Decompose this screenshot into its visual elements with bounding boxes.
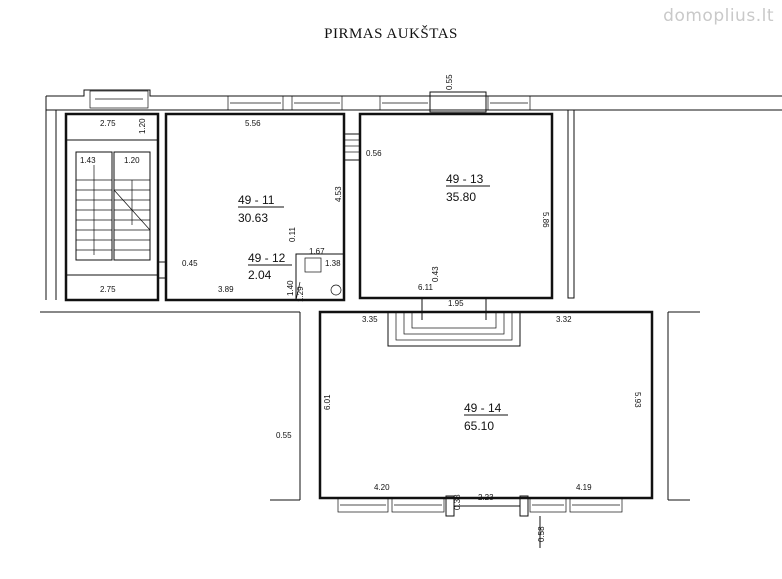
pier-038-label: 0.38 (453, 494, 462, 510)
wall-gap-label: 0.11 (288, 226, 297, 242)
stair-left-step-label: 1.43 (80, 156, 96, 165)
plan-title: PIRMAS AUKŠTAS (324, 26, 458, 42)
room-49-11: 5.56 4.53 3.89 0.45 49 - 11 30.63 (158, 112, 346, 302)
bottom-openings: 2.23 0.38 0.58 (337, 493, 623, 548)
room-49-14-id: 49 - 14 (464, 401, 502, 415)
stair-top-right-label: 1.20 (138, 118, 147, 134)
room11-width-bottom-label: 3.89 (218, 285, 234, 294)
wc-door-label: 1.29 (296, 286, 305, 302)
room-49-12: 49 - 12 2.04 1.67 1.38 0.11 1.40 1.29 (248, 226, 345, 302)
room14-left-top-label: 3.35 (362, 315, 378, 324)
room11-height-label: 4.53 (334, 186, 343, 202)
door-223-label: 2.23 (478, 493, 494, 502)
top-window-label: 0.55 (445, 74, 454, 90)
room-49-14-area: 65.10 (464, 419, 494, 433)
watermark: domoplius.lt (663, 6, 774, 26)
room-49-13: 5.86 6.11 0.43 1.95 49 - 13 35.80 0.55 (358, 74, 554, 308)
room14-left-height-label: 6.01 (323, 394, 332, 410)
room-49-13-id: 49 - 13 (446, 172, 484, 186)
room-49-11-id: 49 - 11 (238, 193, 275, 207)
room14-bottom-left-label: 4.20 (374, 483, 390, 492)
room11-width-top-label: 5.56 (245, 119, 261, 128)
right-wall-segment (567, 109, 575, 299)
outer-walls (40, 89, 782, 501)
stair-top-width-label: 2.75 (100, 119, 116, 128)
room-49-12-id: 49 - 12 (248, 251, 286, 265)
outer-055-label: 0.55 (276, 431, 292, 440)
room-49-14: 3.35 3.32 6.01 5.93 0.55 4.20 4.19 49 - … (276, 310, 654, 500)
room-49-12-area: 2.04 (248, 268, 272, 282)
room-49-11-area: 30.63 (238, 211, 268, 225)
top-windows (89, 90, 531, 113)
stair-room: 2.75 1.20 1.43 1.20 2.75 (64, 112, 160, 302)
room13-width-label: 6.11 (418, 283, 434, 292)
opening-195-label: 1.95 (448, 299, 464, 308)
room14-right-top-label: 3.32 (556, 315, 572, 324)
wc-left-label: 1.40 (286, 280, 295, 296)
stair-bottom-width-label: 2.75 (100, 285, 116, 294)
stair-right-step-label: 1.20 (124, 156, 140, 165)
room13-height-label: 5.86 (541, 212, 550, 228)
room14-bottom-right-label: 4.19 (576, 483, 592, 492)
wc-depth-label: 1.38 (325, 259, 341, 268)
door-11-13: 0.56 (344, 133, 382, 161)
step-043-label: 0.43 (431, 266, 440, 282)
room-49-13-area: 35.80 (446, 190, 476, 204)
room14-right-height-label: 5.93 (633, 392, 642, 408)
corridor-gap-label: 0.45 (182, 259, 198, 268)
entry-steps (387, 298, 521, 347)
wc-width-label: 1.67 (309, 247, 325, 256)
door-056-label: 0.56 (366, 149, 382, 158)
bottom-058-label: 0.58 (537, 526, 546, 542)
